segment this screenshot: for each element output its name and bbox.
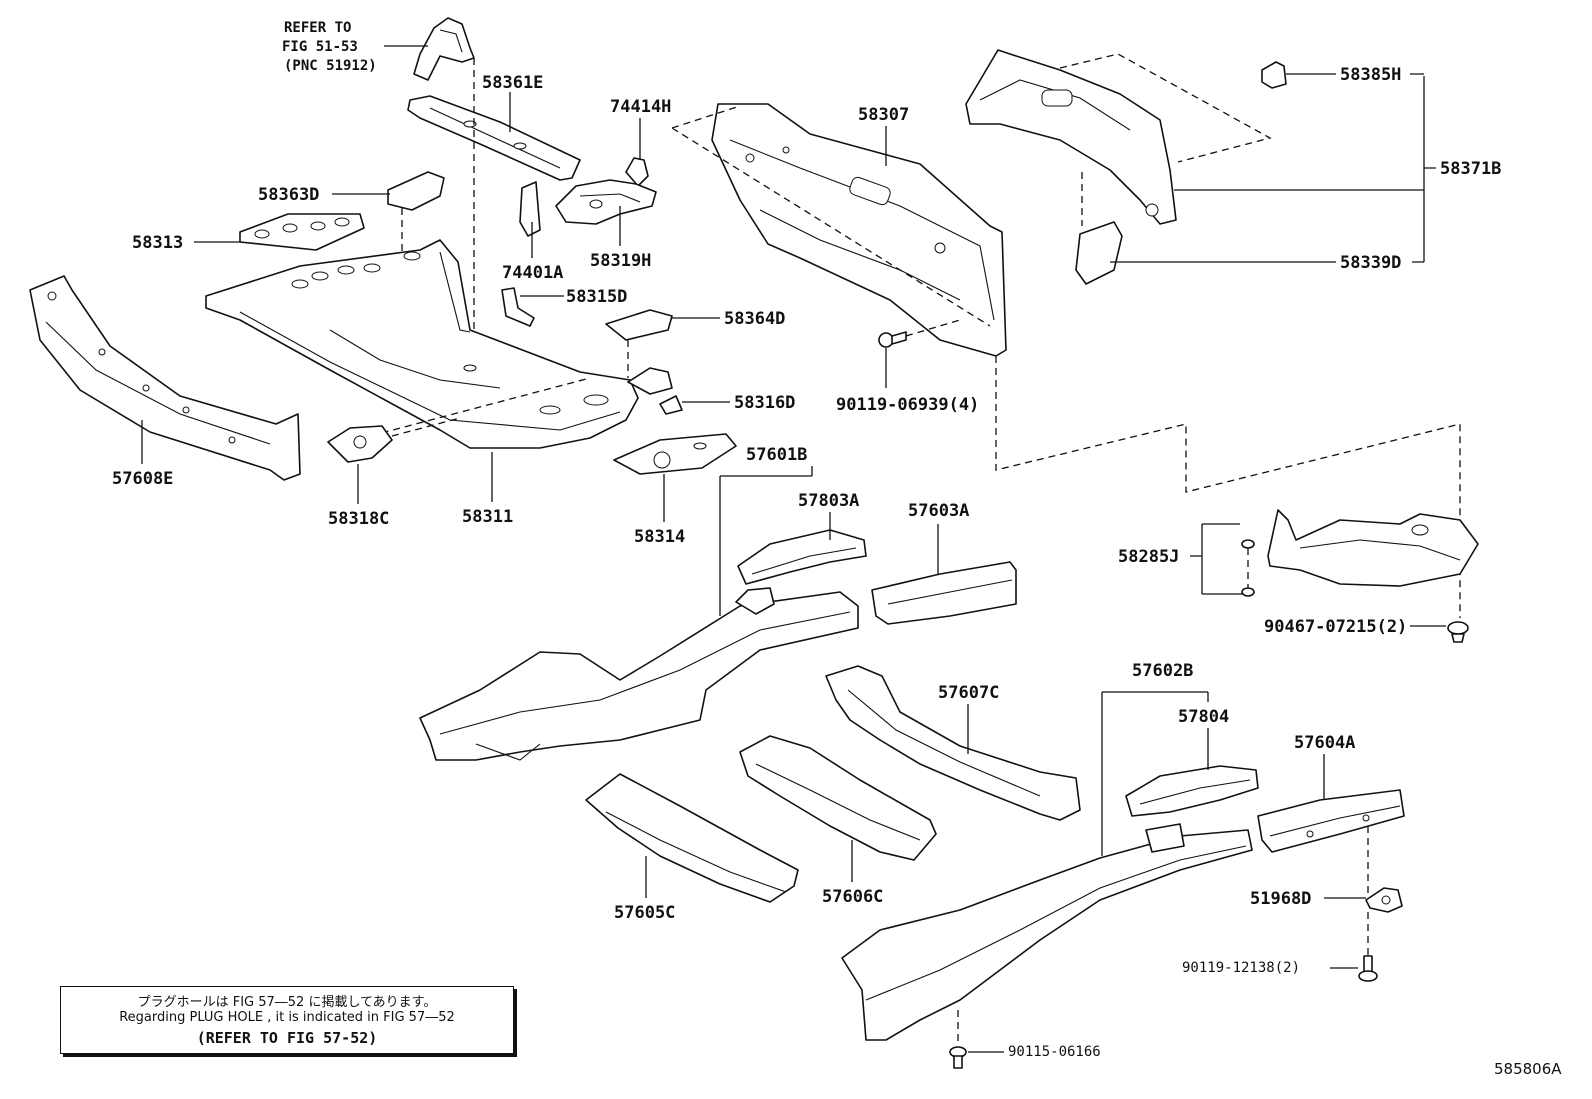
dashed-box-58371B [1059, 53, 1272, 226]
label-58364D: 58364D [724, 309, 785, 329]
diagram-id: 585806A [1494, 1060, 1562, 1078]
part-57608E-drawing [29, 275, 301, 481]
bolt-90115-06166-drawing [949, 1046, 967, 1069]
label-58311: 58311 [462, 507, 513, 527]
label-51968D: 51968D [1250, 889, 1311, 909]
note-english: Regarding PLUG HOLE , it is indicated in… [119, 1010, 455, 1025]
label-58285J: 58285J [1118, 547, 1179, 567]
label-58314: 58314 [634, 527, 685, 547]
label-58316D: 58316D [734, 393, 795, 413]
part-57604A-drawing [1257, 789, 1405, 853]
label-58307: 58307 [858, 105, 909, 125]
label-57804: 57804 [1178, 707, 1229, 727]
plug-hole-note: プラグホールは FIG 57―52 に掲載してあります。 Regarding P… [60, 986, 514, 1054]
label-90119-12138: 90119-12138(2) [1182, 960, 1300, 976]
leader-57602B [1101, 691, 1209, 856]
part-51968D-drawing [1365, 887, 1403, 913]
label-57803A: 57803A [798, 491, 859, 511]
label-58361E: 58361E [482, 73, 543, 93]
label-57606C: 57606C [822, 887, 883, 907]
bolt-90119-12138-drawing [1358, 955, 1378, 982]
part-74414H-drawing [625, 157, 649, 187]
refer-note-line-1: REFER TO [284, 20, 351, 36]
label-58385H: 58385H [1340, 65, 1401, 85]
part-57602B-drawing [841, 823, 1253, 1041]
note-japanese: プラグホールは FIG 57―52 に掲載してあります。 [137, 995, 437, 1010]
leader-57601B [719, 466, 813, 616]
label-57607C: 57607C [938, 683, 999, 703]
part-58385H-drawing [1261, 61, 1287, 89]
note-refer: (REFER TO FIG 57-52) [196, 1029, 378, 1047]
dashed-guide-58311-left [369, 377, 591, 437]
part-58315D-drawing [501, 287, 535, 327]
part-58371B-drawing [965, 49, 1177, 225]
part-58319H-drawing [555, 179, 657, 225]
label-57605C: 57605C [614, 903, 675, 923]
refer-note-line-3: (PNC 51912) [284, 58, 377, 74]
part-57803A-drawing [737, 529, 867, 585]
part-58314-drawing [613, 433, 737, 475]
part-58313-drawing [239, 213, 365, 251]
part-57804-drawing [1125, 765, 1259, 817]
label-90119-06939: 90119-06939(4) [836, 395, 979, 415]
dashed-box-58307 [671, 105, 1461, 618]
label-57601B: 57601B [746, 445, 807, 465]
part-57605C-drawing [585, 773, 799, 903]
label-57608E: 57608E [112, 469, 173, 489]
part-57606C-drawing [739, 735, 937, 861]
part-58311-floor-pan-drawing [205, 239, 639, 449]
label-58315D: 58315D [566, 287, 627, 307]
part-57607C-drawing [825, 665, 1081, 821]
clip-58285J-drawing [1241, 539, 1255, 597]
leader-58285J [1190, 523, 1242, 595]
clip-90467-07215-drawing [1447, 621, 1469, 643]
part-58363D-drawing [387, 171, 445, 211]
label-90467-07215: 90467-07215(2) [1264, 617, 1407, 637]
part-58339D-drawing [1075, 221, 1123, 285]
part-58285J-drawing [1267, 509, 1479, 587]
label-58313: 58313 [132, 233, 183, 253]
part-57601B-drawing [419, 587, 859, 761]
label-58339D: 58339D [1340, 253, 1401, 273]
part-58318C-drawing [327, 425, 393, 463]
label-58319H: 58319H [590, 251, 651, 271]
label-57603A: 57603A [908, 501, 969, 521]
label-58318C: 58318C [328, 509, 389, 529]
label-58363D: 58363D [258, 185, 319, 205]
part-58364D-drawing [605, 309, 673, 341]
part-57603A-drawing [871, 561, 1017, 625]
label-58371B: 58371B [1440, 159, 1501, 179]
bolt-90119-06939-drawing [878, 331, 907, 348]
part-58361E-drawing [407, 95, 581, 181]
leader-58371B [1174, 76, 1436, 262]
label-57604A: 57604A [1294, 733, 1355, 753]
refer-note-line-2: FIG 51-53 [282, 39, 358, 55]
part-74401A-drawing [519, 181, 541, 237]
label-74414H: 74414H [610, 97, 671, 117]
part-58316D-drawing [627, 367, 683, 415]
label-57602B: 57602B [1132, 661, 1193, 681]
dashed-guide-90119-06939 [905, 319, 961, 337]
label-90115-06166: 90115-06166 [1008, 1044, 1101, 1060]
bracket-51912-drawing [413, 17, 475, 81]
label-74401A: 74401A [502, 263, 563, 283]
